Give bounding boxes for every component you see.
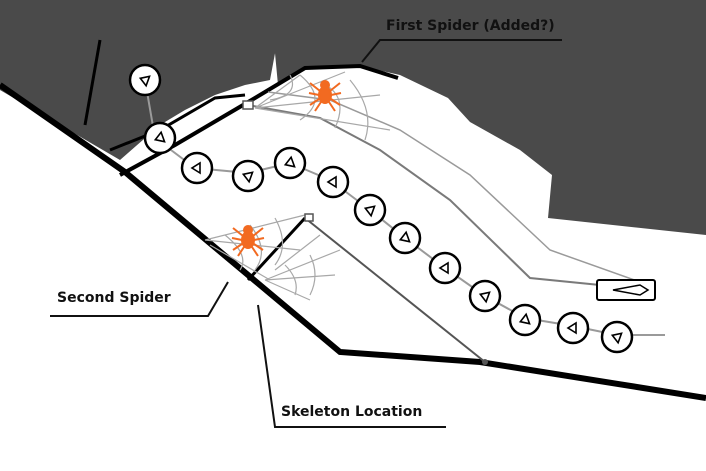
skeleton-chain (304, 217, 486, 363)
cobweb-icon (264, 234, 341, 301)
corridor-edge-top (247, 104, 601, 286)
wall-block-top-right (270, 0, 706, 235)
outer-wall-lower (0, 82, 706, 401)
waypoint-marker-icon (388, 221, 422, 255)
wall-left-ledge (83, 39, 102, 126)
first-spider-callout-line (361, 39, 562, 63)
waypoint-marker-icon (316, 165, 350, 199)
waypoint-marker-icon (428, 251, 462, 285)
skeleton-chain-end (482, 359, 488, 365)
first-spider-label: First Spider (Added?) (386, 18, 555, 34)
waypoint-marker-icon (508, 303, 542, 337)
waypoint-marker-icon (231, 159, 265, 193)
interior-wall (246, 216, 307, 282)
waypoint-marker-icon (600, 320, 634, 354)
second-spider-label: Second Spider (57, 290, 171, 306)
skeleton-callout-line (257, 304, 446, 428)
wall-ledge-notch (109, 93, 246, 152)
waypoint-marker-icon (143, 121, 177, 155)
waypoint-marker-icon (556, 311, 590, 345)
waypoint-marker-icon (180, 151, 214, 185)
door-marker (304, 213, 314, 222)
waypoint-marker-icon (128, 63, 162, 97)
skeleton-location-label: Skeleton Location (281, 404, 423, 420)
door-marker (242, 100, 254, 110)
waypoint-markers (128, 63, 634, 354)
spider-icon (308, 80, 342, 112)
second-spider-callout-line (50, 281, 229, 317)
cobweb-icon (254, 71, 391, 141)
vehicle-icon (596, 279, 656, 301)
waypoint-marker-icon (468, 279, 502, 313)
waypoint-marker-icon (273, 146, 307, 180)
spider-icon (231, 225, 265, 257)
waypoint-marker-icon (353, 193, 387, 227)
